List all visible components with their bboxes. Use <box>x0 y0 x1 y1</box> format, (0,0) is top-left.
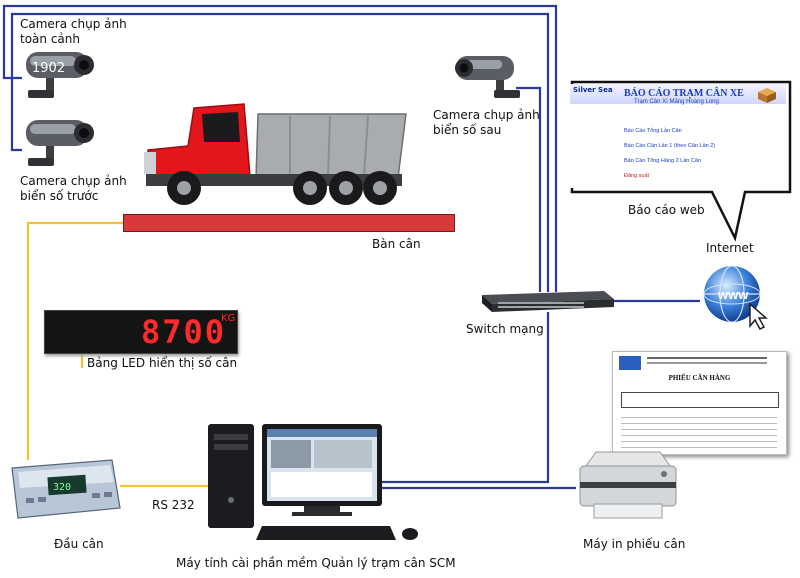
weighing-indicator-icon: 320 <box>11 459 121 519</box>
led-unit: KG <box>221 313 236 324</box>
computer-label: Máy tính cài phần mềm Quản lý trạm cân S… <box>176 556 456 570</box>
web-report-title: BÁO CÁO TRẠM CÂN XE <box>624 88 744 99</box>
web-report-link[interactable]: Báo Cáo Tổng Lần Cân <box>624 128 682 134</box>
wire-front-camera <box>10 12 550 292</box>
svg-text:1902: 1902 <box>32 61 65 76</box>
internet-label: Internet <box>706 241 754 255</box>
delivery-box-icon <box>758 88 776 103</box>
ticket-logo <box>619 356 641 370</box>
web-report-link[interactable]: Báo Cáo Tổng Hàng 2 Lần Cân <box>624 158 701 164</box>
cursor-icon <box>749 302 768 330</box>
indicator-value: 320 <box>53 482 71 493</box>
overview-camera-icon: 1902 <box>26 52 94 98</box>
scale-label: Bàn cân <box>372 237 421 251</box>
switch-label: Switch mạng <box>466 322 544 336</box>
rs232-label: RS 232 <box>152 498 195 512</box>
printer-label: Máy in phiếu cân <box>583 537 686 551</box>
web-report-label: Báo cáo web <box>628 203 705 217</box>
wire-scale-indicator <box>26 221 124 460</box>
web-report-logout[interactable]: Đăng xuất <box>624 173 650 179</box>
scale-platform <box>123 214 455 232</box>
web-report-logo: Silver Sea <box>573 86 613 94</box>
led-value: 8700 <box>141 313 227 351</box>
wire-overview-camera <box>2 4 558 292</box>
truck-icon <box>144 103 407 205</box>
indicator-label: Đầu cân <box>54 537 104 551</box>
printer-icon <box>579 451 677 519</box>
led-label: Bảng LED hiển thị số cân <box>87 356 238 370</box>
rear-camera-icon <box>455 56 520 98</box>
web-report-links: Báo Cáo Tổng Lần Cân Báo Cáo Cân Lần 1 (… <box>624 124 715 184</box>
web-report-subtitle: Trạm Cân Xí Măng Hoàng Long <box>634 99 719 105</box>
wire-switch-computer <box>382 312 550 484</box>
ticket-title: PHIẾU CÂN HÀNG <box>668 374 731 382</box>
web-report-page: Silver Sea BÁO CÁO TRẠM CÂN XE Trạm Cân … <box>570 84 786 188</box>
weighing-ticket: PHIẾU CÂN HÀNG <box>612 351 787 455</box>
led-board: 8700 KG <box>44 310 238 354</box>
network-switch-icon <box>482 291 614 312</box>
wire-rear-camera <box>516 86 542 292</box>
www-text: www <box>717 287 749 302</box>
globe-icon: www <box>703 265 768 330</box>
web-report-link[interactable]: Báo Cáo Cân Lần 1 (theo Cân Lần 2) <box>624 143 716 149</box>
computer-icon <box>208 424 418 540</box>
front-camera-icon <box>26 120 94 166</box>
